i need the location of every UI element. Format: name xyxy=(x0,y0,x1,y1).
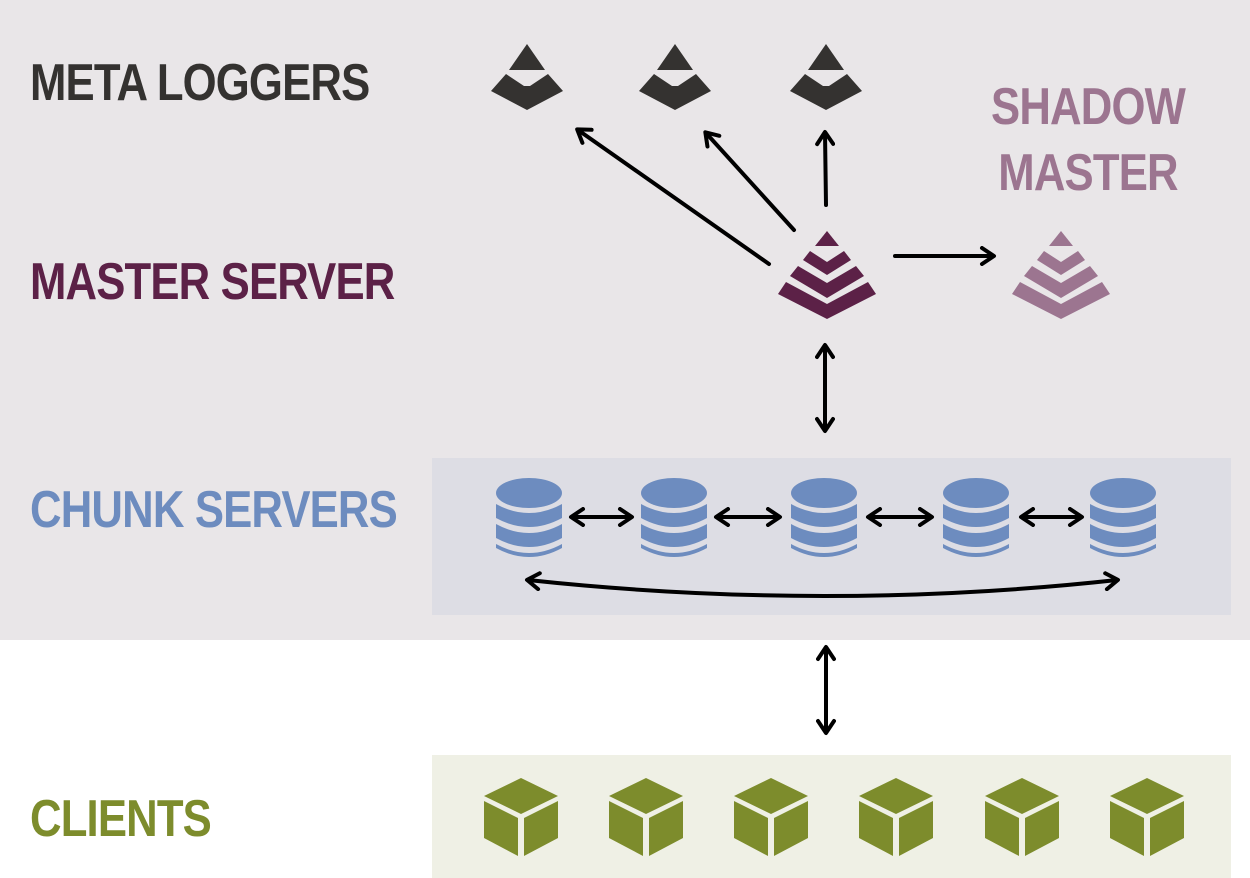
shadow-master-icon xyxy=(1012,231,1110,319)
arrow-master-to-logger-2 xyxy=(703,130,796,232)
cube-icon xyxy=(859,778,933,856)
cube-icon xyxy=(734,778,808,856)
database-icon xyxy=(791,478,857,557)
chunk-servers-label: CHUNK SERVERS xyxy=(30,481,398,539)
chunk-peer-arrows xyxy=(525,507,1120,598)
chunk-server-icons xyxy=(496,478,1156,557)
arrow-chunk-1-5 xyxy=(525,571,1120,598)
meta-logger-icon xyxy=(491,44,563,110)
shadow-master-label-line2: MASTER xyxy=(998,144,1178,202)
master-server-icon xyxy=(778,231,876,319)
client-icons xyxy=(484,778,1184,856)
clients-label: CLIENTS xyxy=(30,790,212,848)
database-icon xyxy=(496,478,562,557)
meta-loggers-label: META LOGGERS xyxy=(30,54,370,112)
cube-icon xyxy=(985,778,1059,856)
database-icon xyxy=(943,478,1009,557)
cube-icon xyxy=(609,778,683,856)
clients-panel xyxy=(432,755,1231,878)
master-server-label: MASTER SERVER xyxy=(30,253,395,311)
meta-logger-icon xyxy=(790,44,862,110)
meta-logger-icon xyxy=(639,44,711,110)
shadow-master-label: SHADOW MASTER xyxy=(962,74,1214,206)
database-icon xyxy=(1090,478,1156,557)
database-icon xyxy=(641,478,707,557)
arrow-master-to-logger-3 xyxy=(815,130,836,207)
meta-logger-icons xyxy=(491,44,862,110)
shadow-master-label-line1: SHADOW xyxy=(991,78,1186,136)
cube-icon xyxy=(484,778,558,856)
cube-icon xyxy=(1110,778,1184,856)
master-to-logger-arrows xyxy=(575,127,996,735)
arrow-master-to-logger-1 xyxy=(575,127,771,266)
